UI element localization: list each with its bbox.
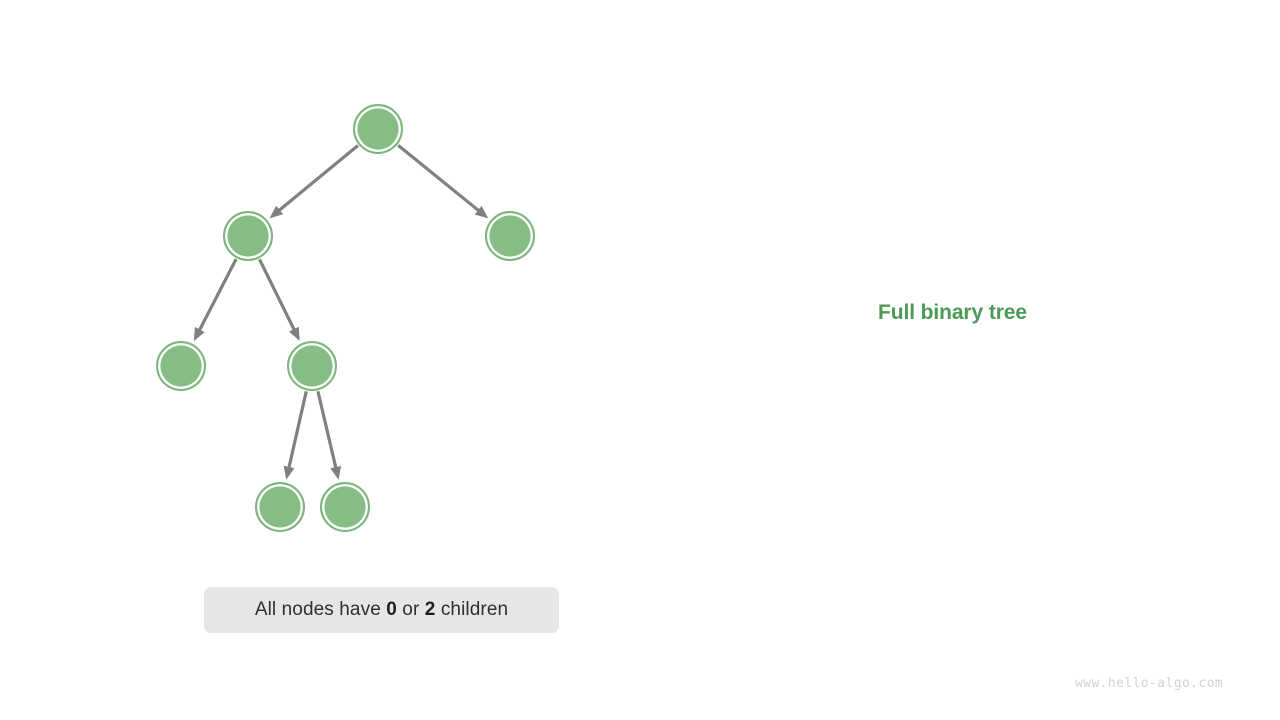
tree-nodes [156, 103, 536, 533]
tree-node-ring [255, 482, 306, 533]
tree-node[interactable] [320, 482, 371, 533]
tree-node[interactable] [255, 482, 306, 533]
tree-edge-line [258, 258, 297, 332]
page-title: Full binary tree [878, 301, 1027, 324]
tree-node-fill [357, 108, 399, 150]
tree-node-gap [355, 106, 401, 152]
tree-node[interactable] [353, 103, 404, 154]
caption-text: All nodes have 0 or 2 children [255, 599, 508, 621]
tree-node-fill [489, 215, 531, 257]
tree-edge-arrowhead [474, 205, 489, 219]
tree-edge-line [287, 391, 308, 470]
tree-node-ring [287, 341, 338, 392]
tree-edge-line [277, 144, 359, 213]
tree-node-ring [320, 482, 371, 533]
tree-node-gap [289, 343, 335, 389]
tree-node-gap [257, 484, 303, 530]
caption-suffix: children [435, 599, 509, 620]
tree-edge-arrowhead [193, 327, 205, 342]
site-watermark: www.hello-algo.com [1075, 676, 1224, 691]
tree-node-fill [324, 486, 366, 528]
tree-edge-line [397, 144, 481, 213]
tree-edge-arrowhead [288, 326, 300, 341]
tree-node[interactable] [287, 341, 338, 392]
tree-edge-line [316, 390, 338, 470]
tree-node-ring [223, 211, 274, 262]
caption-bold-zero: 0 [386, 599, 397, 620]
tree-node-fill [227, 215, 269, 257]
caption-badge: All nodes have 0 or 2 children [204, 587, 559, 633]
caption-prefix: All nodes have [254, 599, 387, 620]
tree-node-fill [291, 345, 333, 387]
tree-edge-arrowhead [283, 465, 295, 480]
tree-node-gap [225, 213, 271, 259]
tree-edge-arrowhead [269, 205, 284, 219]
tree-node[interactable] [485, 211, 536, 262]
tree-node-ring [353, 103, 404, 154]
tree-node-gap [158, 343, 204, 389]
tree-node[interactable] [223, 211, 274, 262]
tree-node[interactable] [156, 341, 207, 392]
tree-node-gap [322, 484, 368, 530]
tree-node-ring [156, 341, 207, 392]
tree-edges [193, 144, 489, 480]
tree-edge-arrowhead [330, 465, 342, 480]
tree-node-fill [160, 345, 202, 387]
caption-middle: or [396, 599, 425, 620]
tree-node-ring [485, 211, 536, 262]
caption-bold-two: 2 [424, 599, 436, 620]
tree-edge-line [197, 258, 238, 333]
tree-node-gap [487, 213, 533, 259]
tree-node-fill [259, 486, 301, 528]
